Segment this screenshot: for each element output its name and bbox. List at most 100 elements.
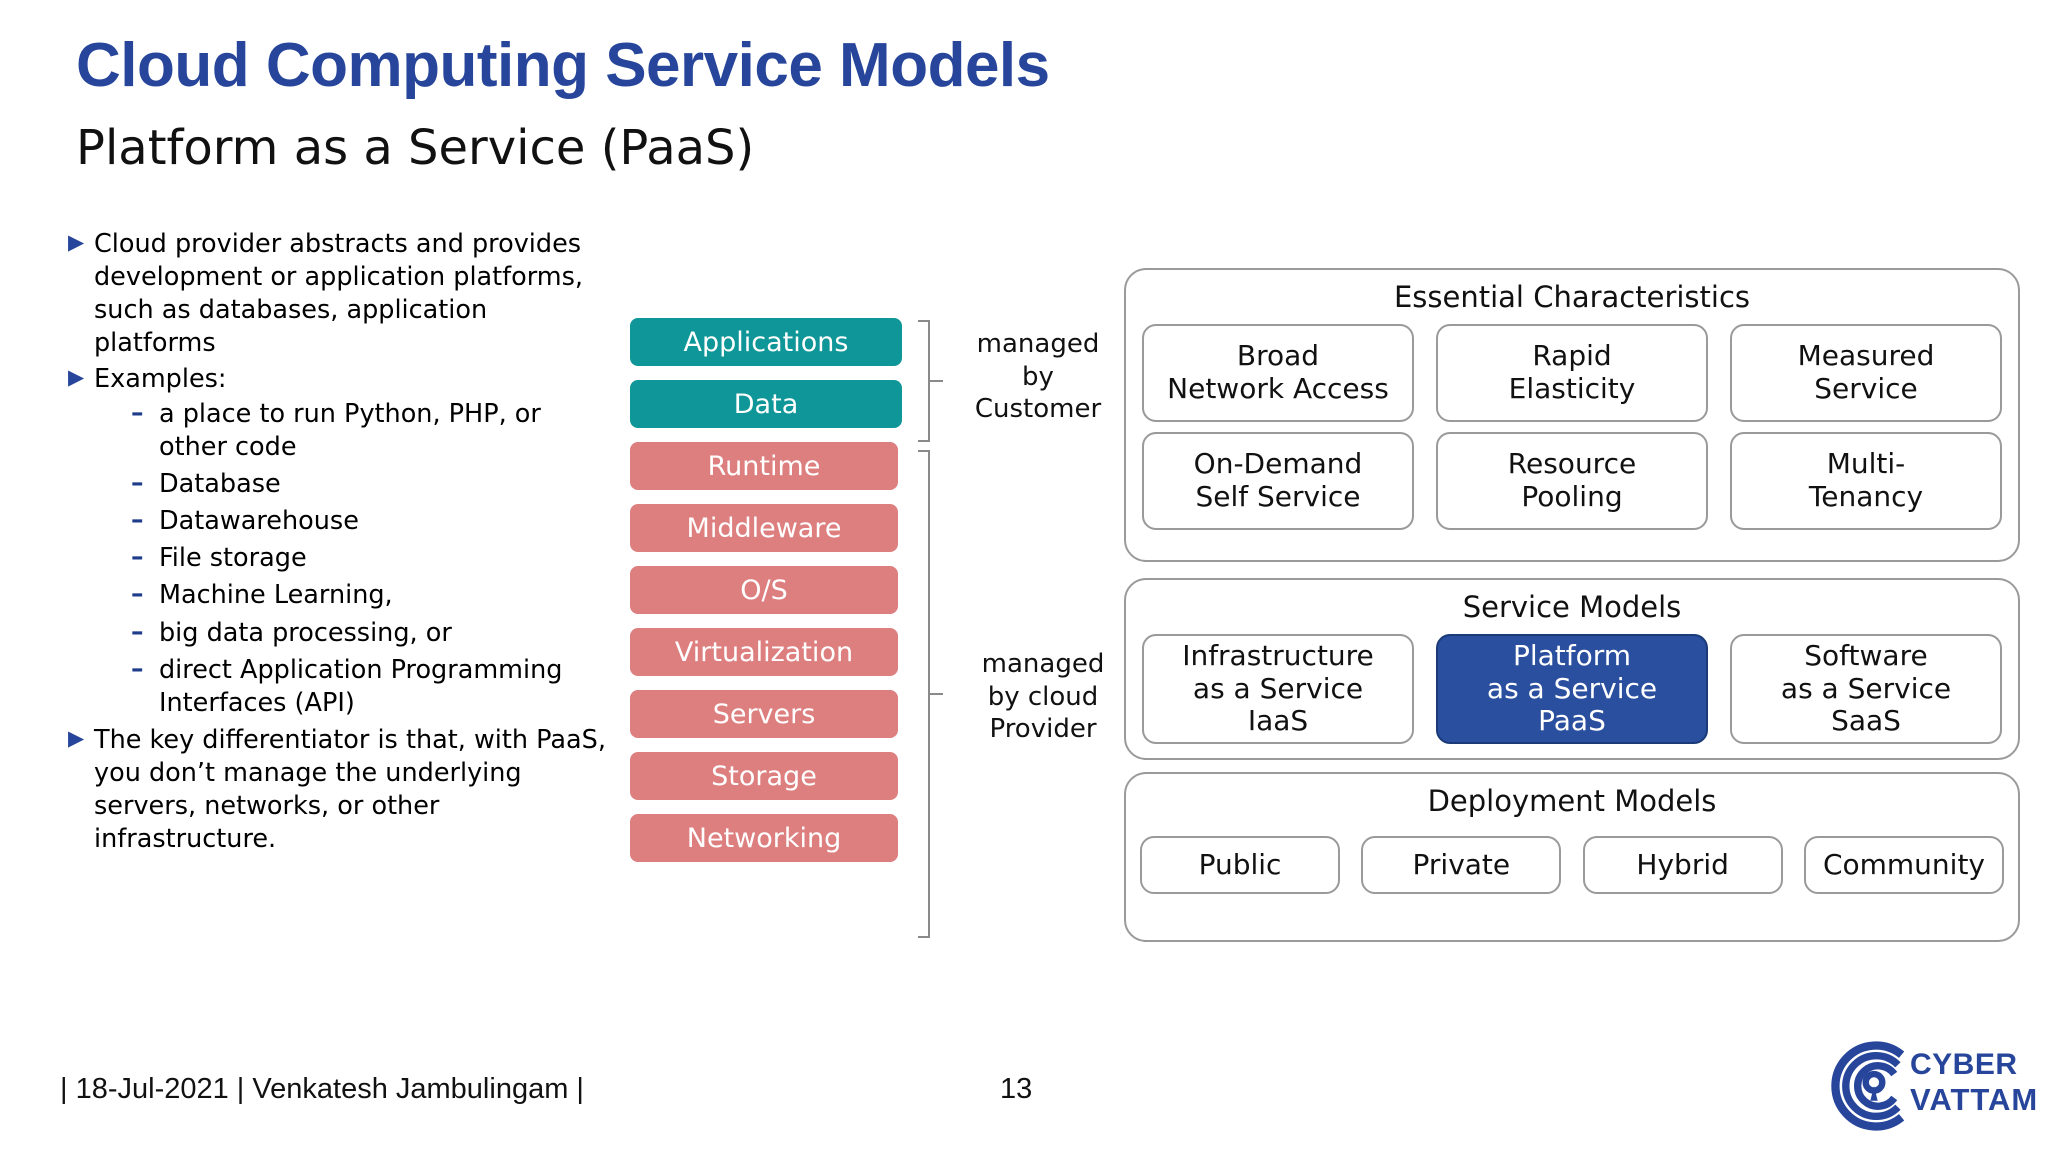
cell-line: Public bbox=[1198, 847, 1282, 881]
bullet-item: –File storage bbox=[125, 542, 608, 575]
cyber-vattam-logo: CYBER VATTAM bbox=[1828, 1040, 2037, 1132]
footer-credit: | 18-Jul-2021 | Venkatesh Jambulingam | bbox=[60, 1073, 584, 1105]
stack-layer-virtualization[interactable]: Virtualization bbox=[630, 628, 898, 676]
characteristic-multi-tenancy[interactable]: Multi-Tenancy bbox=[1730, 432, 2002, 530]
cell-line: IaaS bbox=[1247, 704, 1309, 738]
stack-layer-applications[interactable]: Applications bbox=[630, 318, 902, 366]
stack-layer-storage[interactable]: Storage bbox=[630, 752, 898, 800]
cell-line: On-Demand bbox=[1193, 447, 1363, 481]
cell-line: Private bbox=[1412, 847, 1511, 881]
bullet-item: –big data processing, or bbox=[125, 617, 608, 650]
bullet-item: –a place to run Python, PHP, or other co… bbox=[125, 398, 608, 464]
bullet-text: a place to run Python, PHP, or other cod… bbox=[159, 398, 541, 462]
cell-line: Multi- bbox=[1826, 447, 1906, 481]
logo-line-2: VATTAM bbox=[1910, 1082, 2039, 1117]
bullet-item: ▶Cloud provider abstracts and provides d… bbox=[68, 228, 608, 361]
stack-layer-runtime[interactable]: Runtime bbox=[630, 442, 898, 490]
panel-title-deployment-models: Deployment Models bbox=[1427, 784, 1717, 818]
cell-line: Service bbox=[1814, 372, 1918, 405]
cell-line: as a Service bbox=[1486, 671, 1658, 705]
cell-line: Resource bbox=[1507, 447, 1637, 481]
cell-line: Network Access bbox=[1167, 372, 1389, 405]
label-line: by bbox=[1022, 361, 1054, 392]
deployment-model-hybrid[interactable]: Hybrid bbox=[1582, 836, 1783, 894]
bullet-triangle-icon: ▶ bbox=[68, 725, 85, 750]
cell-line: as a Service bbox=[1192, 671, 1364, 705]
panel-title-service-models: Service Models bbox=[1462, 590, 1682, 624]
bullet-list: ▶ Cloud provider abstracts and provides d… bbox=[68, 228, 608, 859]
deployment-model-public[interactable]: Public bbox=[1140, 836, 1340, 894]
bullet-text: direct Application Programming Interface… bbox=[159, 654, 563, 718]
cell-line: Platform bbox=[1512, 638, 1632, 672]
bullet-triangle-icon: ▶ bbox=[68, 364, 85, 389]
bullet-item: –Machine Learning, bbox=[125, 579, 608, 612]
bullet-dash-icon: – bbox=[131, 616, 144, 646]
cell-line: Self Service bbox=[1195, 480, 1361, 513]
cell-line: SaaS bbox=[1831, 704, 1901, 738]
cell-line: Tenancy bbox=[1808, 480, 1924, 513]
deployment-model-private[interactable]: Private bbox=[1361, 836, 1562, 894]
stack-layer-data[interactable]: Data bbox=[630, 380, 902, 428]
stack-layer-middleware[interactable]: Middleware bbox=[630, 504, 898, 552]
cell-line: Pooling bbox=[1521, 480, 1623, 513]
bullet-dash-icon: – bbox=[131, 505, 144, 535]
cell-line: Elasticity bbox=[1508, 372, 1636, 405]
deployment-model-community[interactable]: Community bbox=[1803, 836, 2004, 894]
bullet-dash-icon: – bbox=[131, 653, 144, 683]
deployment-models-row: Public Private Hybrid Community bbox=[1126, 836, 2018, 894]
cell-line: Broad bbox=[1236, 339, 1320, 373]
bullet-text: Machine Learning, bbox=[159, 580, 393, 611]
bullet-item: ▶ The key differentiator is that, with Pa… bbox=[68, 724, 608, 857]
label-line: by cloud bbox=[987, 681, 1099, 712]
panel-title-essential-characteristics: Essential Characteristics bbox=[1393, 280, 1751, 314]
bullet-dash-icon: – bbox=[131, 397, 144, 427]
cell-line: as a Service bbox=[1780, 671, 1952, 705]
cell-line: PaaS bbox=[1538, 704, 1606, 738]
bullet-item: –direct Application Programming Interfac… bbox=[125, 654, 608, 720]
bullet-dash-icon: – bbox=[131, 542, 144, 572]
bullet-text: Cloud provider abstracts and provides de… bbox=[94, 229, 584, 359]
stack-layer-o-s[interactable]: O/S bbox=[630, 566, 898, 614]
bullet-text: The key differentiator is that, with Paa… bbox=[94, 724, 606, 855]
bullet-dash-icon: – bbox=[131, 467, 144, 497]
label-line: managed bbox=[981, 649, 1105, 679]
stack-layer-networking[interactable]: Networking bbox=[630, 814, 898, 862]
cyber-vattam-wordmark: CYBER VATTAM bbox=[1910, 1050, 2039, 1117]
bullet-dash-icon: – bbox=[131, 579, 144, 609]
panel-deployment-models: Deployment Models Public Private Hybrid Com… bbox=[1124, 772, 2020, 942]
bullet-item: ▶ Examples: bbox=[68, 363, 608, 396]
bullet-text: Examples: bbox=[94, 363, 227, 394]
cyber-vattam-mark-icon bbox=[1831, 1041, 1905, 1131]
bullet-text: Datawarehouse bbox=[159, 506, 359, 537]
stack-layer-servers[interactable]: Servers bbox=[630, 690, 898, 738]
label-line: Customer bbox=[974, 394, 1102, 424]
cell-line: Software bbox=[1804, 638, 1928, 672]
cell-line: Infrastructure bbox=[1182, 638, 1374, 672]
cell-line: Hybrid bbox=[1636, 847, 1729, 881]
label-line: managed bbox=[976, 329, 1100, 359]
page-number: 13 bbox=[1000, 1073, 1033, 1105]
page-subtitle: Platform as a Service (PaaS) bbox=[76, 120, 755, 176]
label-line: Provider bbox=[989, 714, 1097, 744]
cell-line: Community bbox=[1822, 847, 1986, 881]
cell-line: Rapid bbox=[1532, 339, 1612, 373]
page-title: Cloud Computing Service Models bbox=[76, 31, 1050, 100]
bullet-item: –Datawarehouse bbox=[125, 505, 608, 538]
bullet-item: –Database bbox=[125, 468, 608, 501]
bullet-text: File storage bbox=[159, 543, 307, 574]
